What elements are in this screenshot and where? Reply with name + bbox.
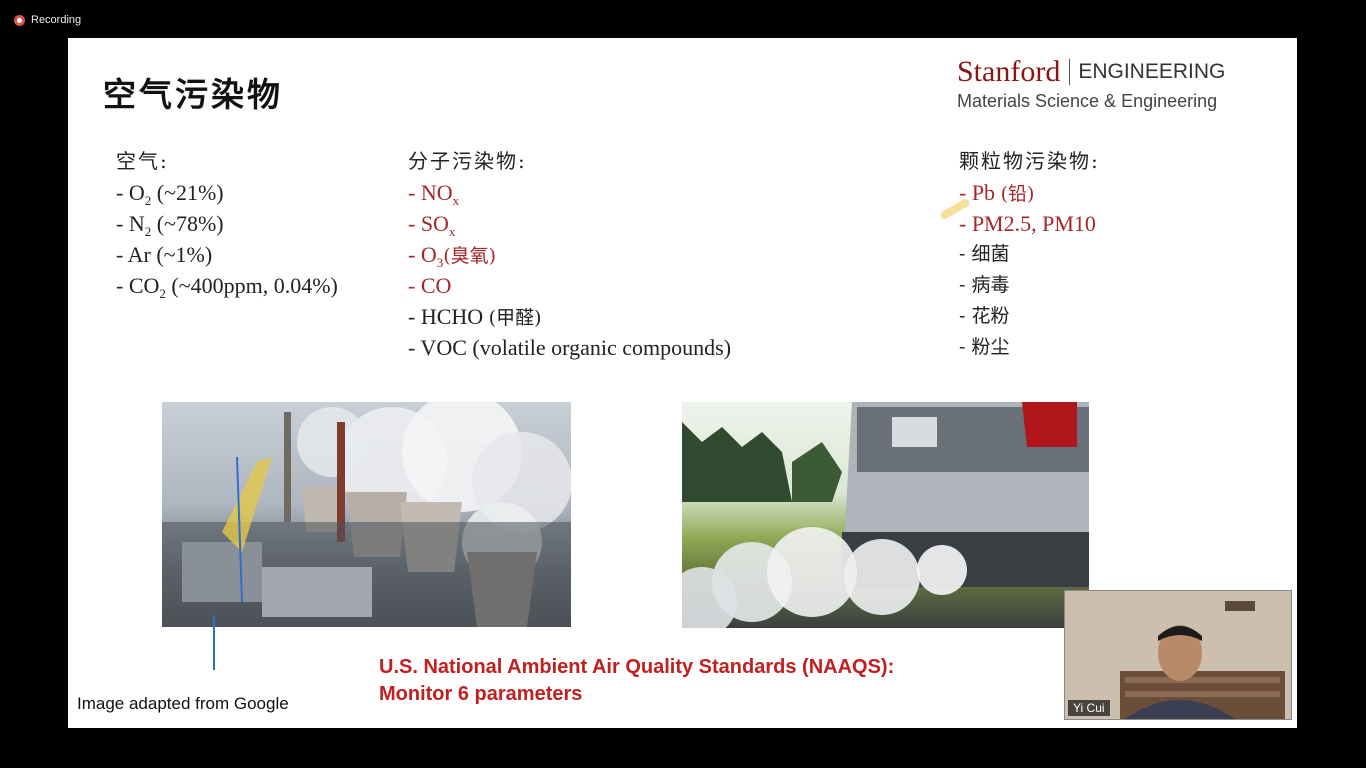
recording-icon — [14, 14, 25, 26]
list-item: - O2 (~21%) — [116, 180, 224, 208]
recording-label: Recording — [31, 14, 82, 26]
shared-slide: 空气污染物 Stanford ENGINEERING Materials Sci… — [68, 38, 1297, 728]
participant-name: Yi Cui — [1068, 700, 1110, 716]
list-item: - 花粉 — [959, 305, 1010, 327]
list-item: - 粉尘 — [959, 336, 1010, 358]
molecular-pollutants-list: 分子污染物: - NOx - SOx - O3(臭氧) - CO - HCHO … — [408, 146, 731, 363]
slide-title: 空气污染物 — [103, 75, 283, 114]
air-composition-list: 空气: - O2 (~21%) - N2 (~78%) - Ar (~1%) -… — [116, 146, 338, 301]
participant-video-tile[interactable]: Yi Cui — [1064, 590, 1292, 720]
list-item: - 细菌 — [959, 243, 1010, 265]
naaqs-line-1: U.S. National Ambient Air Quality Standa… — [379, 656, 895, 678]
list-item: - Ar (~1%) — [116, 242, 213, 267]
naaqs-note: U.S. National Ambient Air Quality Standa… — [379, 654, 894, 708]
particulate-heading: 颗粒物污染物: — [959, 149, 1100, 173]
recording-indicator: Recording — [14, 12, 81, 28]
pen-annotation-line — [213, 615, 215, 670]
list-item: - NOx — [408, 180, 460, 208]
list-item: - CO — [408, 273, 452, 298]
list-item: - O3(臭氧) — [408, 242, 497, 270]
molecular-heading: 分子污染物: — [408, 149, 527, 173]
list-item: - N2 (~78%) — [116, 211, 224, 239]
logo-stanford-text: Stanford — [957, 55, 1061, 88]
logo-engineering-text: ENGINEERING — [1078, 60, 1226, 83]
list-item: - PM2.5, PM10 — [959, 211, 1096, 236]
image-caption: Image adapted from Google — [77, 694, 289, 713]
air-heading: 空气: — [116, 149, 169, 173]
car-exhaust-photo — [682, 402, 1089, 628]
stanford-engineering-logo: Stanford ENGINEERING Materials Science &… — [957, 55, 1225, 112]
list-item: - SOx — [408, 211, 456, 239]
list-item: - Pb (铅) — [959, 180, 1035, 205]
list-item: - 病毒 — [959, 274, 1010, 296]
particulate-pollutants-list: 颗粒物污染物: - Pb (铅) - PM2.5, PM10 - 细菌 - 病毒… — [959, 146, 1100, 363]
list-item: - CO2 (~400ppm, 0.04%) — [116, 273, 338, 301]
list-item: - VOC (volatile organic compounds) — [408, 335, 732, 360]
naaqs-line-2: Monitor 6 parameters — [379, 683, 583, 705]
logo-divider — [1069, 59, 1071, 85]
power-plant-photo — [162, 402, 571, 627]
list-item: - HCHO (甲醛) — [408, 304, 542, 329]
logo-department-text: Materials Science & Engineering — [957, 91, 1218, 111]
